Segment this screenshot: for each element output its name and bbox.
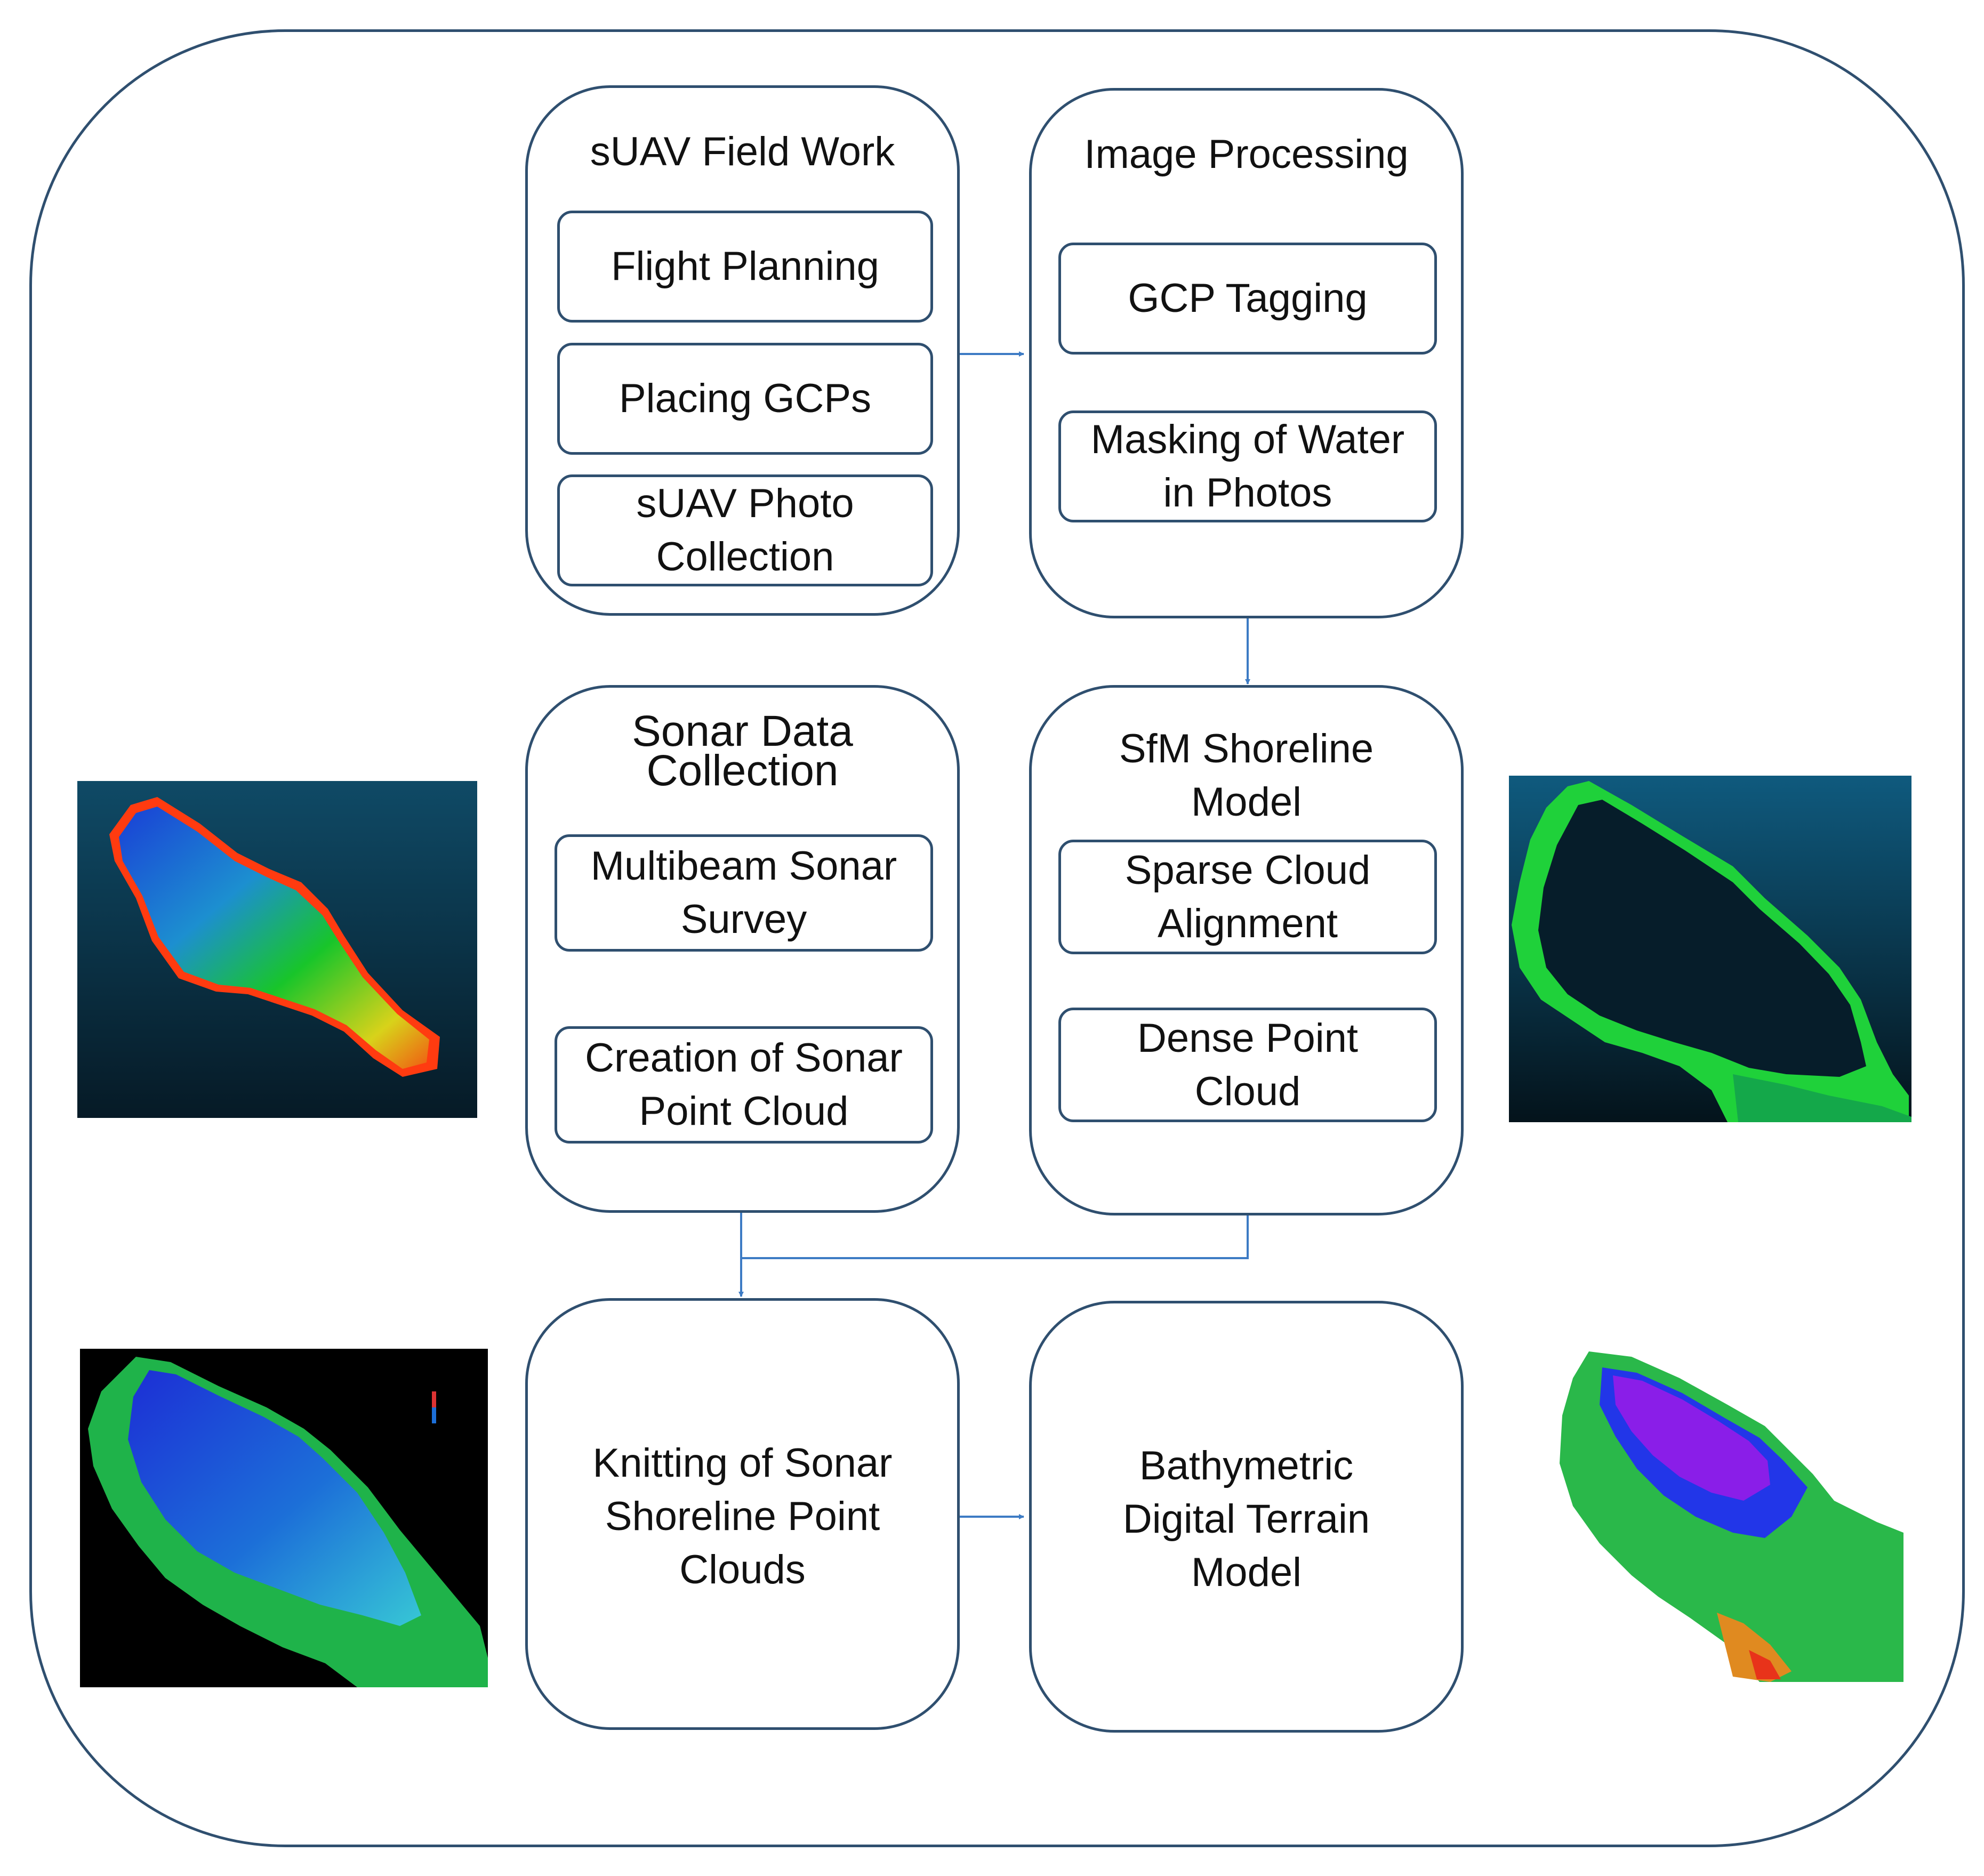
panel-title: sUAV Field Work [590,129,895,174]
bathymetric-terrain-image [1557,1346,1903,1682]
panel-sfm-shoreline-model: SfM Shoreline Model Sparse Cloud Alignme… [1029,685,1464,1215]
panel-bathymetric-dtm: Bathymetric Digital Terrain Model [1029,1301,1464,1733]
step-placing-gcps: Placing GCPs [557,343,933,455]
panel-suav-field-work: sUAV Field Work Flight Planning Placing … [525,85,960,616]
shoreline-point-cloud-image [1509,776,1911,1122]
knitted-point-cloud-image [80,1349,488,1687]
step-photo-collection: sUAV Photo Collection [557,474,933,586]
step-sonar-point-cloud: Creation of Sonar Point Cloud [555,1026,933,1144]
sonar-point-cloud-image [77,781,477,1118]
panel-title: Sonar Data Collection [632,707,853,795]
panel-sonar-data-collection: Sonar Data Collection Multibeam Sonar Su… [525,685,960,1213]
panel-title: SfM Shoreline Model [1119,726,1374,825]
line-sfm-to-merge [741,1215,1249,1259]
step-sparse-cloud: Sparse Cloud Alignment [1058,840,1437,954]
step-dense-point-cloud: Dense Point Cloud [1058,1008,1437,1122]
panel-bathymetric-text: Bathymetric Digital Terrain Model [1122,1443,1370,1595]
panel-title: Image Processing [1084,132,1409,177]
step-flight-planning: Flight Planning [557,211,933,323]
panel-knitting-text: Knitting of Sonar Shoreline Point Clouds [592,1440,893,1592]
panel-knitting: Knitting of Sonar Shoreline Point Clouds [525,1298,960,1730]
step-masking-water: Masking of Water in Photos [1058,410,1437,522]
step-multibeam-survey: Multibeam Sonar Survey [555,834,933,952]
step-gcp-tagging: GCP Tagging [1058,243,1437,355]
outer-frame [29,29,1965,1847]
panel-image-processing: Image Processing GCP Tagging Masking of … [1029,88,1464,618]
